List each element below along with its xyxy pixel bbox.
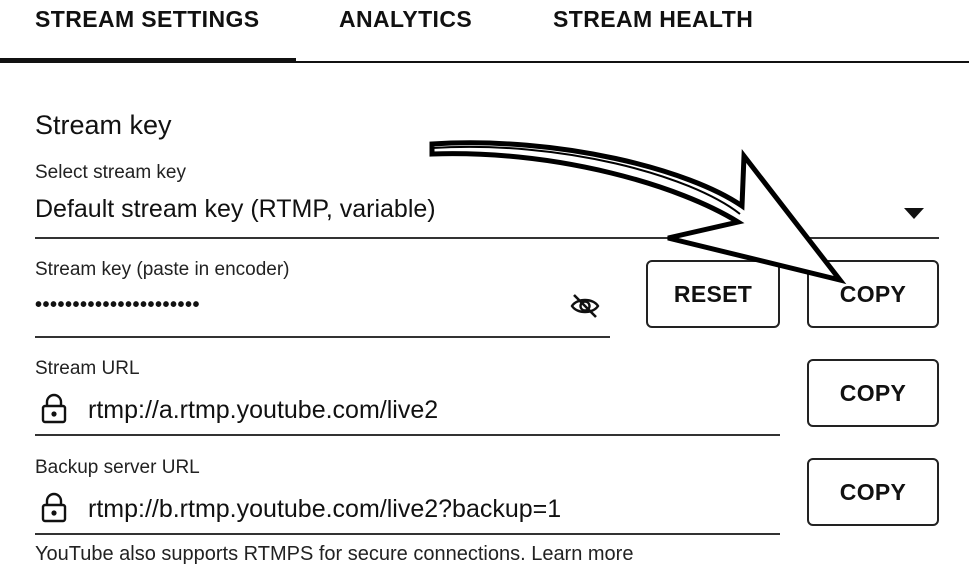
eye-off-icon[interactable] [569, 292, 601, 320]
tab-analytics[interactable]: ANALYTICS [339, 6, 473, 32]
stream-key-select[interactable]: Default stream key (RTMP, variable) [35, 190, 939, 240]
stream-url-underline [35, 434, 780, 436]
active-tab-indicator [0, 58, 296, 63]
tab-divider [0, 61, 969, 63]
lock-icon [41, 393, 67, 424]
stream-url-value[interactable]: rtmp://a.rtmp.youtube.com/live2 [88, 396, 439, 424]
tab-stream-settings[interactable]: STREAM SETTINGS [35, 6, 260, 32]
lock-icon [41, 492, 67, 523]
stream-key-underline [35, 336, 610, 338]
stream-url-label: Stream URL [35, 358, 140, 379]
reset-button[interactable]: RESET [646, 260, 780, 328]
select-stream-key-label: Select stream key [35, 162, 186, 183]
tab-stream-health[interactable]: STREAM HEALTH [553, 6, 754, 32]
stream-key-label: Stream key (paste in encoder) [35, 259, 290, 280]
stream-key-select-value: Default stream key (RTMP, variable) [35, 195, 436, 223]
select-underline [35, 237, 939, 239]
dropdown-arrow-icon [904, 208, 924, 219]
copy-backup-url-button[interactable]: COPY [807, 458, 939, 526]
backup-url-label: Backup server URL [35, 457, 200, 478]
section-title: Stream key [35, 110, 172, 140]
stream-key-value: •••••••••••••••••••••• [35, 294, 201, 316]
copy-stream-url-button[interactable]: COPY [807, 359, 939, 427]
rtmps-info-text: YouTube also supports RTMPS for secure c… [35, 543, 634, 565]
backup-url-value[interactable]: rtmp://b.rtmp.youtube.com/live2?backup=1 [88, 495, 562, 523]
backup-url-underline [35, 533, 780, 535]
